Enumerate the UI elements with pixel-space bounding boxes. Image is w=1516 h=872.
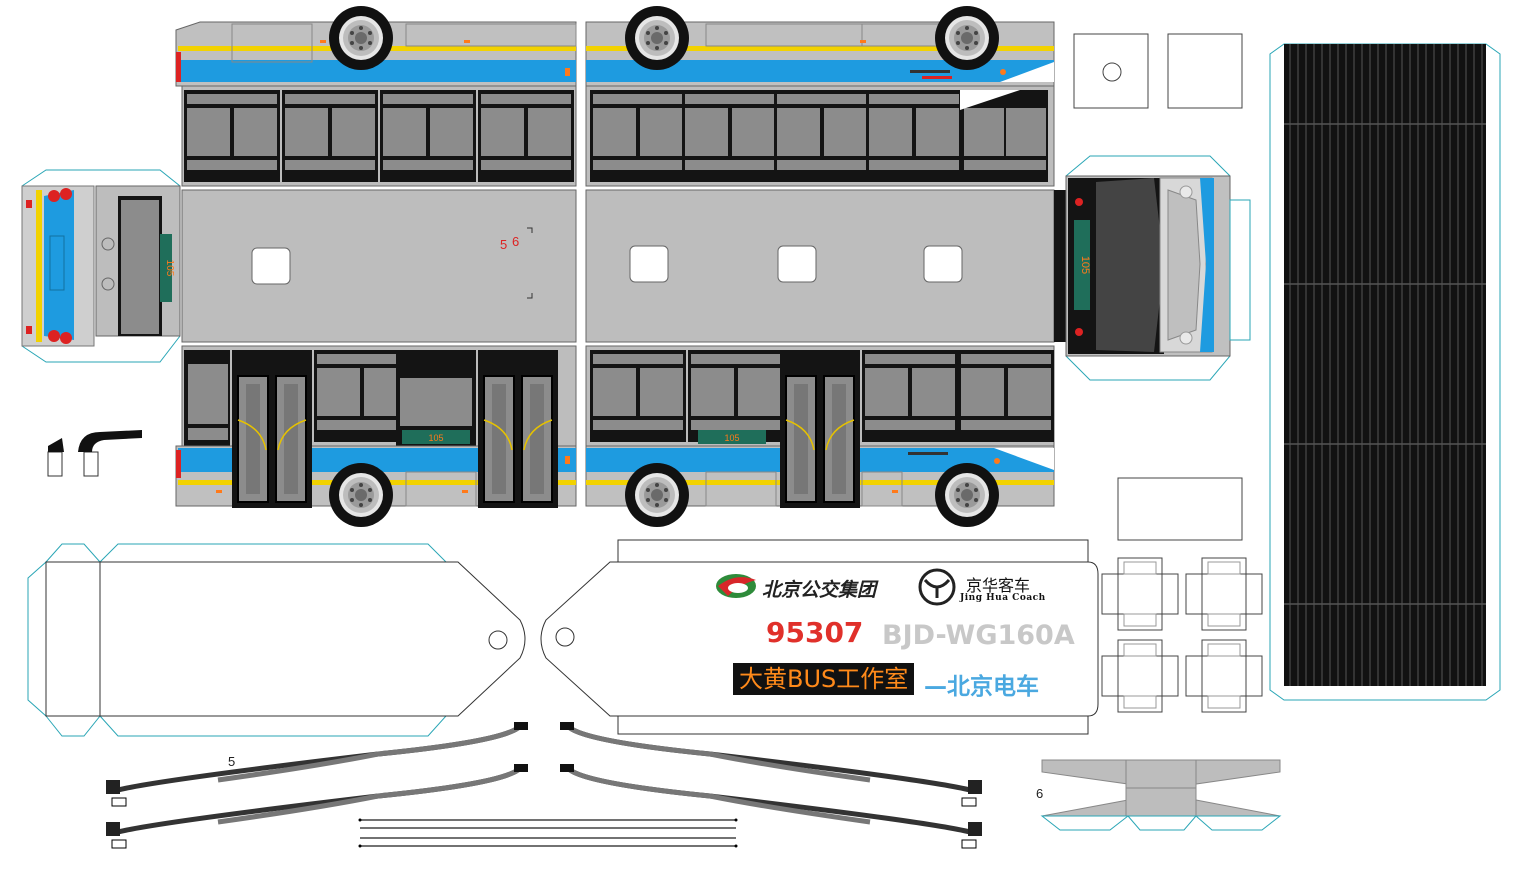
roof-mark-5: 5	[500, 237, 508, 252]
svg-text:105: 105	[724, 433, 739, 443]
right-bottom-side-panel: 105	[565, 345, 1055, 527]
small-parts-top	[1073, 33, 1243, 109]
mirror-parts	[47, 430, 142, 477]
svg-text:105: 105	[164, 260, 175, 277]
bus-group-name: 北京公交集团	[762, 579, 877, 601]
right-top-side-panel	[565, 6, 1055, 187]
left-bottom-side-panel: 105	[175, 345, 577, 527]
jinghua-coach-logo	[918, 568, 956, 606]
model-code: BJD-WG160A	[882, 620, 1075, 651]
studio-name: 大黄BUS工作室	[733, 663, 915, 695]
front-end-panel: 105	[21, 169, 181, 363]
maker-name-cn: 京华客车	[966, 576, 1031, 595]
base-part-label: 6	[1036, 786, 1044, 801]
roof-ribs	[1289, 44, 1483, 686]
base-plate-right	[540, 539, 1099, 735]
roof-mark-6: 6	[512, 234, 520, 249]
beijing-bus-group-logo	[716, 574, 756, 598]
maker-name-en: Jing Hua Coach	[960, 593, 1046, 603]
roof-panel	[181, 189, 1066, 343]
tagline: —北京电车	[924, 674, 1039, 700]
small-parts-bottom	[1101, 477, 1263, 713]
ribbed-roof-strip	[1269, 43, 1501, 701]
svg-text:105: 105	[428, 433, 443, 443]
rear-end-panel: 105	[1065, 155, 1251, 381]
pole-label: 5	[228, 754, 236, 769]
trolley-poles	[106, 722, 982, 848]
pole-base-part	[1040, 759, 1282, 831]
left-top-side-panel	[175, 6, 577, 187]
base-plate-left	[27, 543, 526, 737]
fleet-number: 95307	[766, 616, 864, 649]
svg-text:105: 105	[1079, 256, 1091, 274]
